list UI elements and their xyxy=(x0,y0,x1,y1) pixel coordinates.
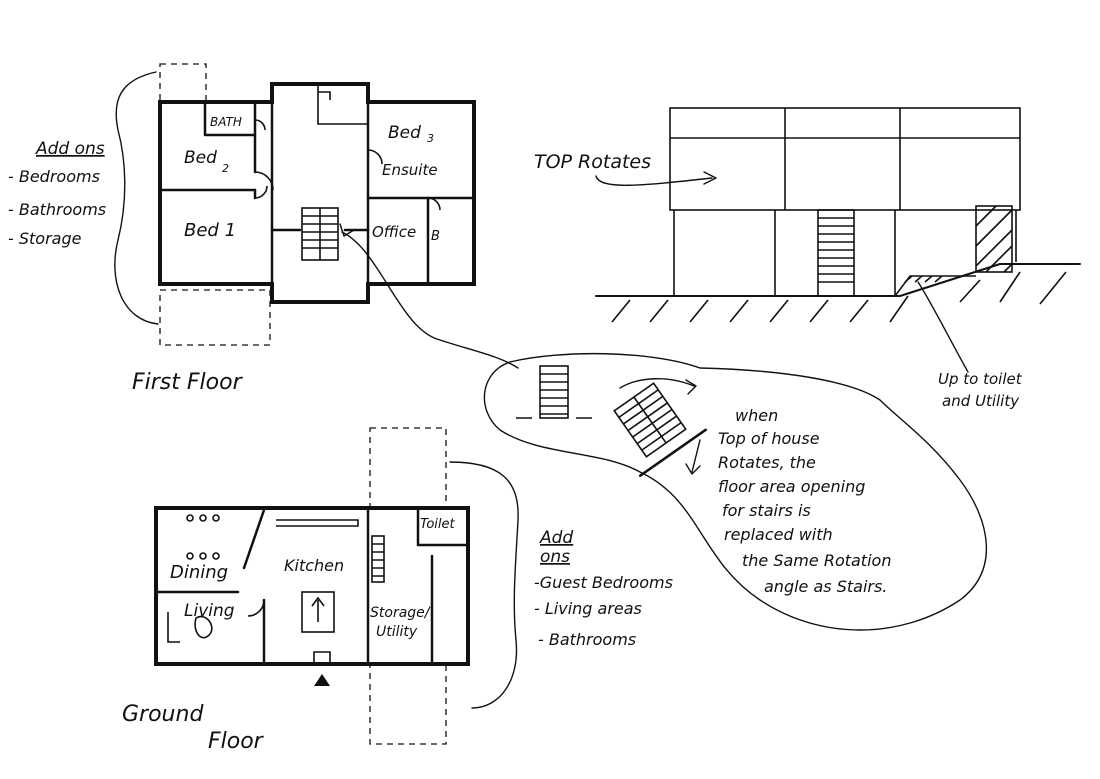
stairs-note-bubble xyxy=(483,352,988,631)
room-label-bed3: Bed xyxy=(388,123,421,143)
note-line-1: when xyxy=(735,406,778,425)
ground-floor-addons-title-1: Add xyxy=(539,528,573,548)
room-label-bed3-number: 3 xyxy=(427,132,434,145)
room-label-bed2-number: 2 xyxy=(222,162,229,175)
stairs-note-text: when Top of house Rotates, the floor are… xyxy=(718,406,891,596)
room-label-bed2: Bed xyxy=(184,148,217,168)
ground-floor-addon-guest-bedrooms: -Guest Bedrooms xyxy=(534,573,673,592)
entrance-marker-icon xyxy=(314,674,330,686)
first-floor-plan xyxy=(158,63,476,346)
ground-floor-title-line2: Floor xyxy=(208,729,265,754)
ground-floor-plan xyxy=(154,427,470,745)
room-label-utility: Utility xyxy=(376,624,418,640)
first-floor-addon-storage: - Storage xyxy=(8,229,82,248)
ground-floor-addon-top-dashed xyxy=(369,427,447,509)
room-label-b: B xyxy=(431,229,440,244)
rotation-arrow xyxy=(619,378,695,389)
first-floor-addons-title: Add ons xyxy=(35,139,105,159)
ground-floor-title-line1: Ground xyxy=(122,702,204,727)
first-floor-addon-top-dashed xyxy=(159,63,207,103)
room-label-office: Office xyxy=(372,223,416,241)
note-line-2: Top of house xyxy=(718,429,820,448)
rotated-stair-sketch xyxy=(613,382,707,477)
ground-floor-addons-title-2: ons xyxy=(540,547,570,567)
note-line-8: angle as Stairs. xyxy=(764,577,887,596)
first-floor-addon-bottom-dashed xyxy=(159,289,271,346)
room-label-kitchen: Kitchen xyxy=(284,556,344,575)
note-line-3: Rotates, the xyxy=(718,453,816,472)
room-label-living: Living xyxy=(184,601,235,621)
utility-leader-line xyxy=(917,281,969,373)
room-label-storage: Storage/ xyxy=(370,605,431,621)
room-label-dining: Dining xyxy=(170,562,228,583)
ground-floor-outer-walls xyxy=(154,506,470,666)
ground-floor-addon-living-areas: - Living areas xyxy=(534,599,642,618)
room-label-bath: BATH xyxy=(210,115,242,129)
ground-floor-addon-bottom-dashed xyxy=(369,663,447,745)
elevation-drawing xyxy=(595,107,1081,323)
ground-floor-addon-bathrooms: - Bathrooms xyxy=(538,630,636,649)
elevation-bottom-label-1: Up to toilet xyxy=(938,370,1023,388)
note-line-5: for stairs is xyxy=(722,501,811,520)
note-line-7: the Same Rotation xyxy=(742,551,891,570)
first-floor-addons-bubble xyxy=(114,71,159,325)
stairs-connector-curve xyxy=(341,231,519,369)
elevation-top-label: TOP Rotates xyxy=(534,151,651,173)
room-label-ensuite: Ensuite xyxy=(382,161,438,179)
first-floor-addon-bathrooms: - Bathrooms xyxy=(8,200,106,219)
ground-floor-addons-bubble xyxy=(449,461,519,709)
top-rotates-arrow xyxy=(595,175,713,186)
first-floor-title: First Floor xyxy=(132,370,244,395)
room-label-toilet: Toilet xyxy=(420,517,456,532)
note-line-6: replaced with xyxy=(724,525,833,544)
elevation-bottom-label-2: and Utility xyxy=(942,392,1020,410)
first-floor-addon-bedrooms: - Bedrooms xyxy=(8,167,100,186)
straight-stair-sketch xyxy=(516,365,592,419)
room-label-bed1: Bed 1 xyxy=(184,220,236,241)
note-line-4: floor area opening xyxy=(718,477,865,496)
